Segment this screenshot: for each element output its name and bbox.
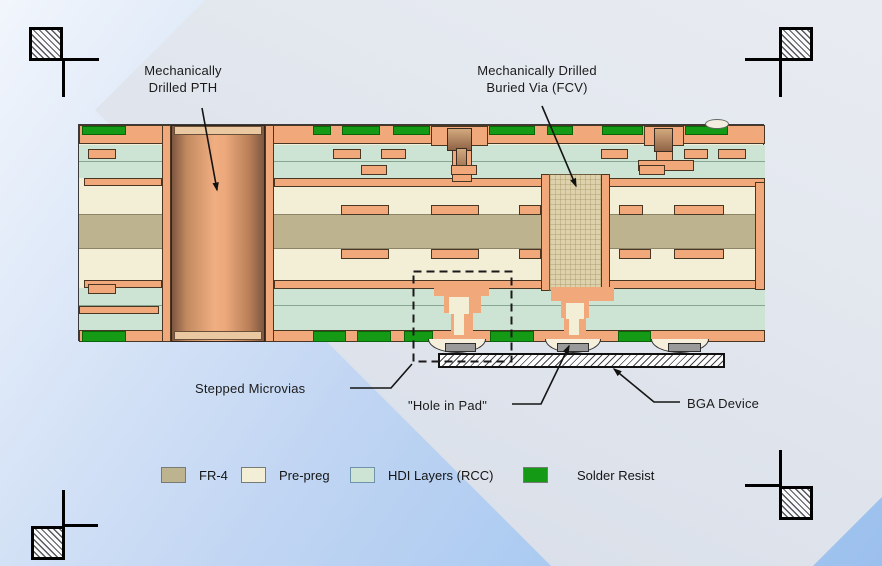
copper-island bbox=[674, 249, 724, 259]
copper-island bbox=[674, 205, 724, 215]
surface-droplet bbox=[705, 119, 729, 129]
bga-device-body bbox=[438, 353, 725, 368]
copper-island bbox=[451, 165, 477, 175]
pcb-cross-section bbox=[78, 119, 765, 342]
legend-swatch-hdi bbox=[350, 467, 375, 483]
copper-island bbox=[341, 249, 389, 259]
stepped-microvia bbox=[434, 279, 489, 335]
copper-island bbox=[88, 149, 116, 159]
mark-line bbox=[62, 60, 65, 97]
copper-island bbox=[431, 205, 479, 215]
copper-island bbox=[639, 165, 665, 175]
label-stepped-microvias: Stepped Microvias bbox=[195, 381, 306, 396]
pth-top-cap bbox=[174, 126, 262, 135]
buried-via-right-wall bbox=[601, 174, 610, 291]
copper-plane bbox=[84, 280, 162, 288]
legend-label-fr4: FR-4 bbox=[199, 467, 228, 483]
legend-item-solder-resist: Solder Resist bbox=[523, 467, 654, 483]
solder-resist-segment bbox=[82, 331, 126, 342]
label-bga-device: BGA Device bbox=[687, 396, 760, 411]
label-pth: Mechanically Drilled PTH bbox=[118, 62, 248, 96]
solder-resist-segment bbox=[82, 126, 126, 135]
solder-resist-segment bbox=[490, 331, 534, 342]
copper-island bbox=[601, 149, 628, 159]
pth-left-wall bbox=[162, 125, 171, 342]
hatched-square-icon bbox=[779, 27, 813, 61]
mark-line bbox=[64, 524, 98, 527]
label-pth-line2: Drilled PTH bbox=[148, 80, 218, 95]
legend-item-prepreg: Pre-preg bbox=[241, 467, 330, 483]
legend-label-hdi: HDI Layers (RCC) bbox=[388, 467, 494, 483]
copper-plane bbox=[84, 178, 162, 186]
bga-pad bbox=[668, 343, 701, 352]
mark-line bbox=[745, 484, 781, 487]
copper-island bbox=[341, 205, 389, 215]
copper-island bbox=[619, 205, 643, 215]
solder-resist-segment bbox=[393, 126, 430, 135]
solder-resist-segment bbox=[489, 126, 535, 135]
solder-resist-segment bbox=[618, 331, 651, 342]
copper-island bbox=[88, 284, 116, 294]
copper-plane bbox=[274, 178, 765, 187]
label-pth-line1: Mechanically bbox=[144, 63, 222, 78]
legend-item-hdi: HDI Layers (RCC) bbox=[350, 467, 493, 483]
copper-edge-wall bbox=[755, 182, 765, 290]
pth-right-wall bbox=[265, 125, 274, 342]
hatched-square-icon bbox=[31, 526, 65, 560]
copper-plane bbox=[274, 280, 765, 289]
legend-label-prepreg: Pre-preg bbox=[279, 467, 330, 483]
drilled-via-fill bbox=[654, 128, 673, 152]
hatched-square-icon bbox=[779, 486, 813, 520]
copper-island bbox=[638, 160, 694, 171]
solder-resist-segment bbox=[313, 331, 346, 342]
bga-pad bbox=[557, 343, 589, 352]
legend-swatch-fr4 bbox=[161, 467, 186, 483]
copper-plane bbox=[79, 306, 159, 314]
mark-line bbox=[779, 60, 782, 97]
stepped-microvia bbox=[551, 279, 614, 335]
mark-line bbox=[779, 450, 782, 488]
solder-resist-segment bbox=[547, 126, 573, 135]
copper-island bbox=[381, 149, 406, 159]
solder-resist-segment bbox=[342, 126, 380, 135]
mark-line bbox=[63, 58, 99, 61]
legend-label-solder-resist: Solder Resist bbox=[577, 467, 655, 483]
mark-line bbox=[62, 490, 65, 528]
label-buried-via-line2: Buried Via (FCV) bbox=[486, 80, 588, 95]
copper-island bbox=[519, 205, 541, 215]
label-buried-via-line1: Mechanically Drilled bbox=[477, 63, 597, 78]
legend-item-fr4: FR-4 bbox=[161, 467, 228, 483]
copper-island bbox=[619, 249, 651, 259]
copper-island bbox=[718, 149, 746, 159]
copper-island bbox=[519, 249, 541, 259]
solder-resist-segment bbox=[313, 126, 331, 135]
hatched-square-icon bbox=[29, 27, 63, 61]
label-buried-via: Mechanically Drilled Buried Via (FCV) bbox=[452, 62, 622, 96]
solder-resist-segment bbox=[602, 126, 643, 135]
label-hole-in-pad: "Hole in Pad" bbox=[408, 398, 488, 413]
copper-island bbox=[431, 249, 479, 259]
copper-island bbox=[333, 149, 361, 159]
legend-swatch-solder-resist bbox=[523, 467, 548, 483]
copper-island bbox=[684, 149, 708, 159]
solder-resist-segment bbox=[357, 331, 391, 342]
buried-via-fill bbox=[549, 174, 602, 291]
copper-island bbox=[361, 165, 387, 175]
mark-line bbox=[745, 58, 781, 61]
bga-pad bbox=[445, 343, 476, 352]
pth-bottom-cap bbox=[174, 331, 262, 340]
pth-barrel bbox=[171, 125, 265, 342]
legend-swatch-prepreg bbox=[241, 467, 266, 483]
